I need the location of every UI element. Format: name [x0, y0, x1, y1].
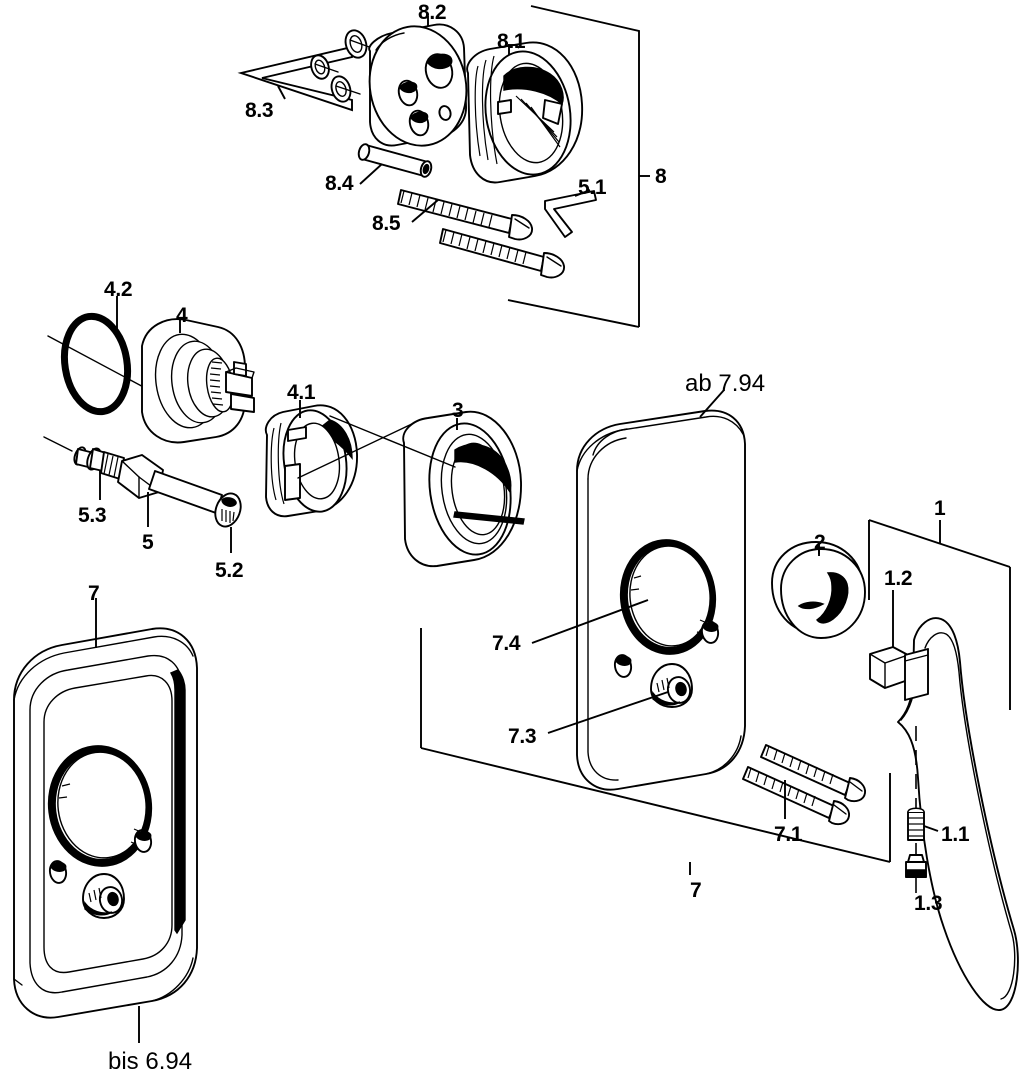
part-1-3-cap-nut [905, 854, 927, 878]
callout-3: 3 [452, 399, 464, 422]
part-7-1-fixing-screws [742, 744, 866, 826]
callout-8-3: 8.3 [245, 99, 274, 122]
part-1-1-grub-screw [907, 726, 939, 898]
part-4-cartridge [141, 318, 255, 444]
part-7-4-seal-ring [619, 539, 717, 655]
part-7-3-diverter-knob [650, 663, 693, 708]
part-8-1-threaded-sleeve [466, 41, 583, 184]
part-3-extension-sleeve [329, 410, 525, 568]
callout-1-2: 1.2 [884, 567, 913, 590]
part-5-stop-spindle [43, 436, 242, 553]
escutcheon-plate-ab-794 [531, 389, 746, 791]
callout-1: 1 [934, 497, 946, 520]
part-8-4-spacer-tube [357, 143, 433, 185]
note-bis-694: bis 6.94 [108, 1048, 193, 1075]
callout-7-4: 7.4 [492, 632, 521, 655]
escutcheon-plate-bis-694 [13, 598, 198, 1043]
callout-8-1: 8.1 [497, 30, 526, 53]
callout-4-2: 4.2 [104, 278, 133, 301]
part-4-1-retaining-ring [265, 400, 417, 518]
note-ab-794: ab 7.94 [685, 370, 766, 397]
part-5-1-hex-key [544, 189, 597, 238]
part-2-indicator-cap [771, 541, 866, 639]
callout-8-4: 8.4 [325, 172, 354, 195]
part-1-lever-handle [897, 617, 1019, 1011]
callout-7-top: 7 [88, 582, 100, 605]
bracket-group-8 [507, 5, 650, 328]
part-1-2-insert-block [869, 590, 909, 689]
callout-4: 4 [176, 304, 188, 327]
callout-5-2: 5.2 [215, 559, 244, 582]
bracket-group-1 [868, 519, 1011, 710]
callout-8-5: 8.5 [372, 212, 401, 235]
part-8-3-washer-set [237, 29, 373, 112]
callout-4-1: 4.1 [287, 381, 316, 404]
callout-5: 5 [142, 531, 154, 554]
callout-5-1: 5.1 [578, 176, 607, 199]
part-8-2-flange-disc [368, 16, 468, 147]
callout-5-3: 5.3 [78, 504, 107, 527]
callout-1-1: 1.1 [941, 823, 970, 846]
callout-2: 2 [814, 531, 826, 554]
bracket-group-7 [420, 628, 891, 875]
callout-8-2: 8.2 [418, 1, 447, 24]
callout-8: 8 [655, 165, 667, 188]
callout-1-3: 1.3 [914, 892, 943, 915]
part-8-5-long-screws [397, 189, 565, 279]
callout-7-3: 7.3 [508, 725, 537, 748]
callout-7-bottom: 7 [690, 879, 702, 902]
callout-7-1: 7.1 [774, 823, 803, 846]
